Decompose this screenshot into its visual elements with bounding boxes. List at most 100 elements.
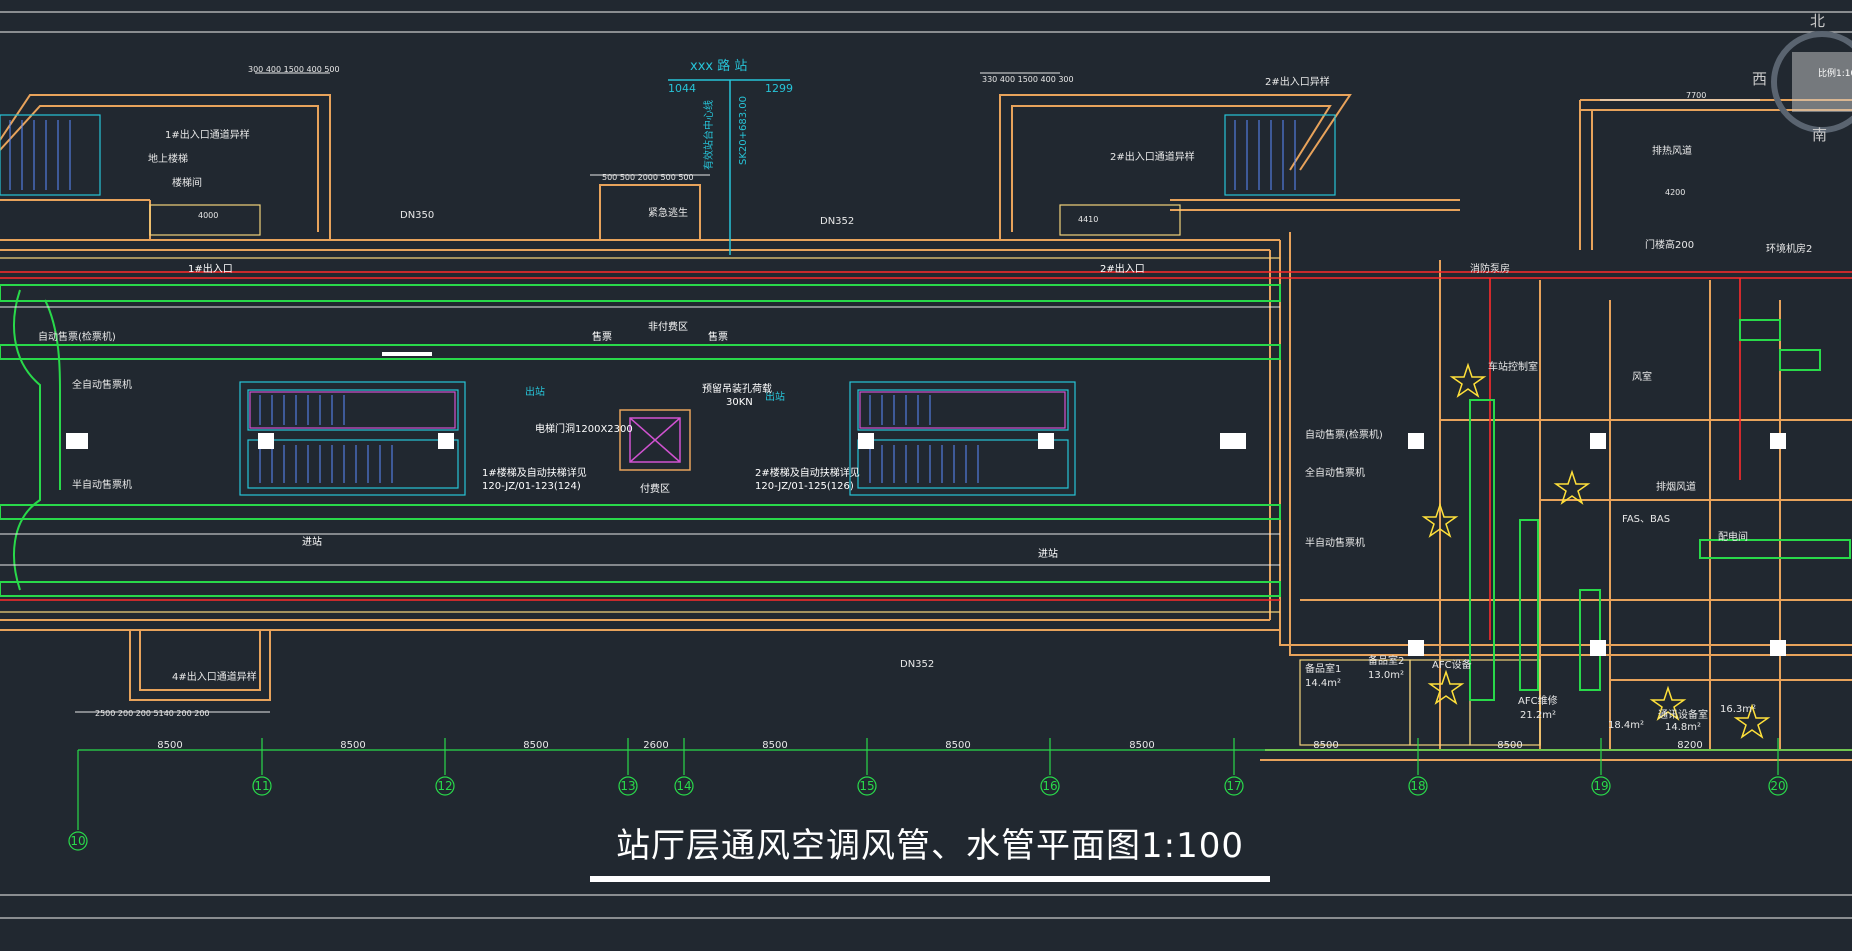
axis-bubble xyxy=(252,776,272,796)
afc-repair-label: AFC维修 xyxy=(1518,694,1558,707)
dim-top2: 500 500 2000 500 500 xyxy=(602,173,694,182)
ac-left-label: 全自动售票机 xyxy=(72,378,132,391)
compass-south: 南 xyxy=(1812,126,1827,144)
dn350-label: DN350 xyxy=(400,210,434,221)
spacing-label: 8500 xyxy=(340,740,365,751)
inner-walls xyxy=(0,204,1541,746)
escape-label: 紧急逃生 xyxy=(648,206,688,219)
dim-7700: 7700 xyxy=(1686,91,1706,100)
afc-room-label: AFC设备 xyxy=(1432,658,1472,671)
lift-load-value: 30KN xyxy=(726,397,753,408)
station-left-num: 1044 xyxy=(668,82,696,95)
axis-label: 13 xyxy=(620,779,635,793)
ticket-label-2: 售票 xyxy=(708,330,728,343)
exhaust-label: 排热风道 xyxy=(1652,144,1692,157)
ac-right-label: 全自动售票机 xyxy=(1305,466,1365,479)
dn352-bottom-label: DN352 xyxy=(900,659,934,670)
fas-bas-label: FAS、BAS xyxy=(1622,514,1670,525)
store2-label: 备品室2 xyxy=(1368,654,1404,667)
area3-label: 21.2m² xyxy=(1520,710,1556,721)
entrance2-passage: 2#出入口通道异样 xyxy=(1110,150,1195,163)
lift-shaft xyxy=(619,409,691,471)
compass-west: 西 xyxy=(1752,70,1767,88)
lift-label: 电梯门洞1200X2300 xyxy=(535,422,633,435)
axis-bubble xyxy=(1408,776,1428,796)
axis-label: 19 xyxy=(1593,779,1608,793)
dim-4000: 4000 xyxy=(198,211,218,220)
exit-label-right: 出站 xyxy=(765,390,785,403)
ticket-area-label: 付费区 xyxy=(640,482,670,495)
axis-bubble xyxy=(1768,776,1788,796)
area4-label: 18.4m² xyxy=(1608,720,1644,731)
ground-staircase-label: 地上楼梯 xyxy=(148,152,188,165)
dimension-lines xyxy=(0,72,1760,713)
title-underline xyxy=(590,876,1270,882)
axis-bubble xyxy=(68,831,88,851)
entrance2-label: 2#出入口 xyxy=(1100,262,1145,275)
columns xyxy=(66,352,1786,656)
spacing-label: 8200 xyxy=(1677,740,1702,751)
axis-bubble xyxy=(618,776,638,796)
ac-right2-label: 半自动售票机 xyxy=(1305,536,1365,549)
axis-bubble xyxy=(674,776,694,796)
axis-label: 17 xyxy=(1226,779,1241,793)
axis-label: 12 xyxy=(437,779,452,793)
entrance1-passage: 1#出入口通道异样 xyxy=(165,128,250,141)
comms-room-label: 通讯设备室 xyxy=(1658,708,1708,721)
area6-label: 14.8m² xyxy=(1665,722,1701,733)
axis-label: 11 xyxy=(254,779,269,793)
staircase-label: 楼梯间 xyxy=(172,176,202,189)
axis-bubble xyxy=(857,776,877,796)
entry-label-right: 进站 xyxy=(1038,547,1058,560)
drawing-frame xyxy=(0,11,1852,919)
spacing-label: 8500 xyxy=(1497,740,1522,751)
air-room-label: 风室 xyxy=(1632,370,1652,383)
water-pipes xyxy=(0,271,1852,640)
store1-label: 备品室1 xyxy=(1305,662,1341,675)
axis-label: 20 xyxy=(1770,779,1785,793)
axis-bubble xyxy=(1040,776,1060,796)
smoke-label: 排烟风道 xyxy=(1656,480,1696,493)
grid-spacing-labels: 8500 8500 8500 2600 8500 8500 8500 8500 … xyxy=(157,740,1702,751)
spacing-label: 8500 xyxy=(762,740,787,751)
axis-label: 16 xyxy=(1042,779,1057,793)
area5-label: 16.3m² xyxy=(1720,704,1756,715)
lift-load-label: 预留吊装孔荷载 xyxy=(702,382,772,395)
escalator-outline xyxy=(249,391,1066,429)
compass-north: 北 xyxy=(1810,12,1825,30)
axis-bubble xyxy=(435,776,455,796)
station-centerline xyxy=(668,79,790,255)
compass-icon xyxy=(1771,31,1852,133)
station-right-num: 1299 xyxy=(765,82,793,95)
entry-label-left: 进站 xyxy=(302,535,322,548)
ticket-label-1: 售票 xyxy=(592,330,612,343)
spacing-label: 8500 xyxy=(157,740,182,751)
ac-left2-label: 半自动售票机 xyxy=(72,478,132,491)
station-name: xxx 路 站 xyxy=(690,58,747,74)
axis-label: 10 xyxy=(70,834,85,848)
dn352-top-label: DN352 xyxy=(820,216,854,227)
compass-scale: 比例1:100 xyxy=(1818,67,1852,79)
drawing-title: 站厅层通风空调风管、水管平面图1:100 xyxy=(616,826,1244,866)
door-label: 门楼高200 xyxy=(1645,238,1694,251)
spacing-label: 8500 xyxy=(1313,740,1338,751)
entrance1-label: 1#出入口 xyxy=(188,262,233,275)
diagram-labels: xxx 路 站 1044 1299 有效站台中心线 SK20+683.00 1#… xyxy=(38,12,1852,733)
dim-4410: 4410 xyxy=(1078,215,1098,224)
unpaid-area-label: 非付费区 xyxy=(648,320,688,333)
axis-bubble xyxy=(1224,776,1244,796)
air-ducts xyxy=(0,284,1851,701)
fire-pump-label: 消防泵房 xyxy=(1470,262,1510,275)
spacing-label: 2600 xyxy=(643,740,668,751)
chainage-label: SK20+683.00 xyxy=(738,96,749,165)
spacing-label: 8500 xyxy=(945,740,970,751)
centerline-label: 有效站台中心线 xyxy=(702,100,715,170)
area1-label: 14.4m² xyxy=(1305,678,1341,689)
power-room-label: 配电间 xyxy=(1718,530,1748,543)
spacing-label: 8500 xyxy=(1129,740,1154,751)
spacing-label: 8500 xyxy=(523,740,548,751)
dim-4200: 4200 xyxy=(1665,188,1685,197)
exit-label-left: 出站 xyxy=(525,385,545,398)
auto-ticket-label: 自动售票(检票机) xyxy=(38,330,116,343)
escalator-treads xyxy=(9,120,1296,483)
